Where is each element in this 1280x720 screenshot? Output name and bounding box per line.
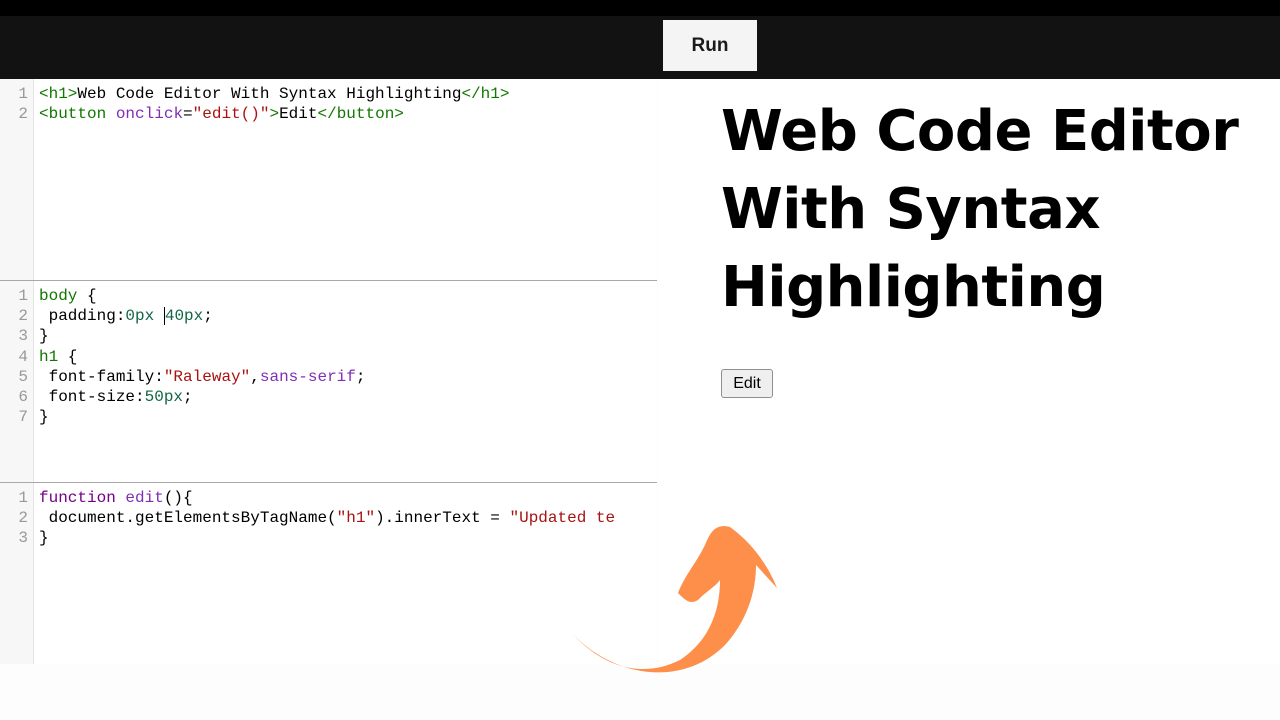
code-line: 3 } [0,326,657,346]
code-line: 1 body { [0,286,657,306]
line-number: 7 [18,408,28,427]
editors-pane: 1 <h1>Web Code Editor With Syntax Highli… [0,79,657,664]
line-number: 2 [18,105,28,124]
edit-button[interactable]: Edit [721,369,773,398]
code-line: 4 h1 { [0,347,657,367]
code-line: 2 document.getElementsByTagName("h1").in… [0,508,657,528]
preview-heading: Web Code Editor With Syntax Highlighting [721,99,1239,320]
code-line: 2 padding:0px 40px; [0,306,657,326]
bottom-blank-area [0,664,1280,720]
run-button[interactable]: Run [663,20,757,71]
code-line: 2 <button onclick="edit()">Edit</button> [0,104,657,124]
line-number: 1 [18,85,28,103]
line-number: 3 [18,529,28,548]
line-number: 1 [18,489,28,507]
toolbar: Run [0,16,1280,79]
line-number: 4 [18,347,28,366]
line-number-gutter [0,79,34,280]
code-line: 3 } [0,528,657,548]
line-number-gutter [0,483,34,664]
html-editor[interactable]: 1 <h1>Web Code Editor With Syntax Highli… [0,79,657,281]
code-line: 7 } [0,407,657,427]
line-number: 6 [18,387,28,406]
css-editor[interactable]: 1 body { 2 padding:0px 40px; 3 } 4 h1 { … [0,281,657,483]
line-number-gutter [0,281,34,482]
line-number: 2 [18,509,28,528]
line-number: 2 [18,307,28,326]
preview-pane: Web Code Editor With Syntax Highlighting… [658,79,1280,664]
js-editor[interactable]: 1 function edit(){ 2 document.getElement… [0,483,657,664]
code-line: 5 font-family:"Raleway",sans-serif; [0,367,657,387]
top-black-strip [0,0,1280,16]
line-number: 5 [18,367,28,386]
line-number: 3 [18,327,28,346]
code-line: 6 font-size:50px; [0,387,657,407]
code-line: 1 <h1>Web Code Editor With Syntax Highli… [0,84,657,104]
line-number: 1 [18,287,28,305]
code-line: 1 function edit(){ [0,488,657,508]
